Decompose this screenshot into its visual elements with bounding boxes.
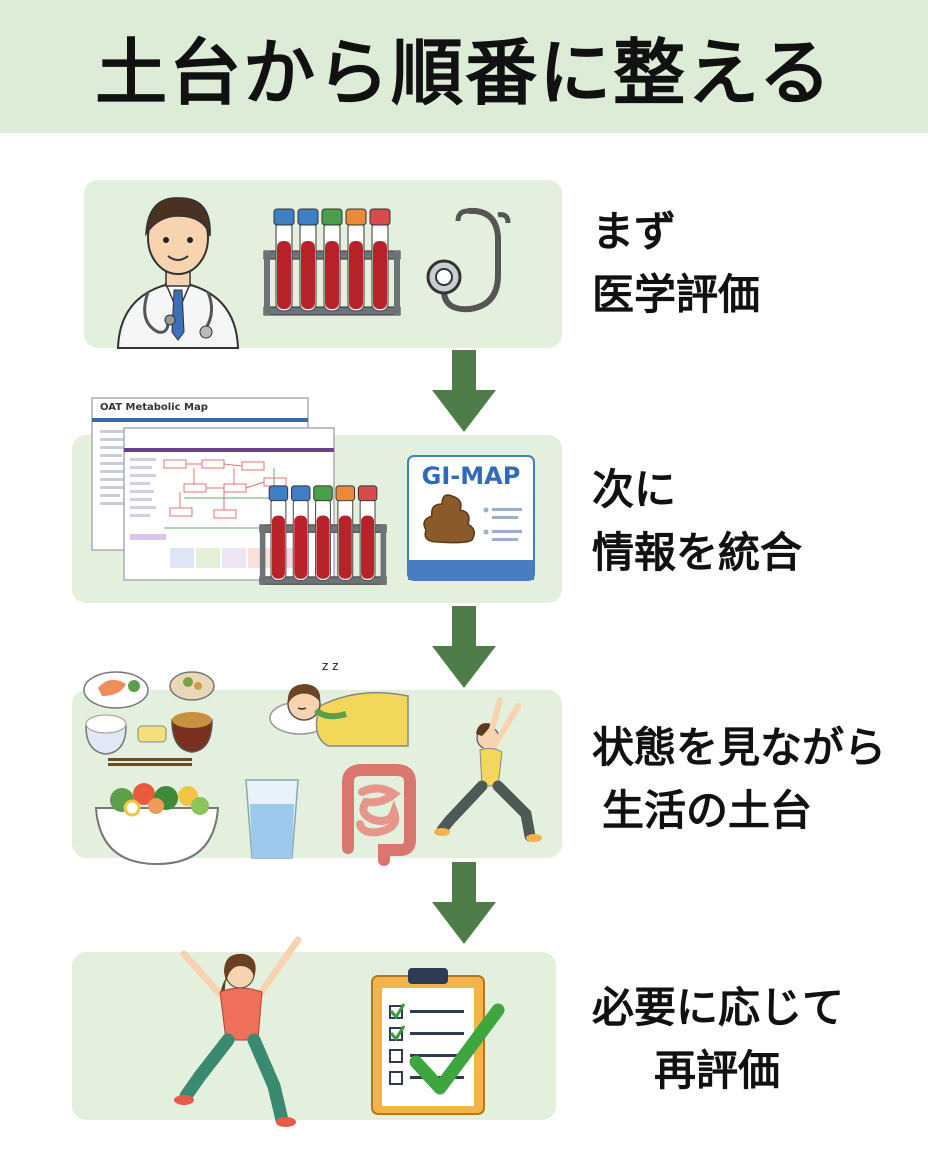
oat-document-title: OAT Metabolic Map [100, 402, 208, 413]
test-tube-cap [313, 485, 333, 502]
step-1-label: まず 医学評価 [592, 200, 760, 326]
blood-tubes-icon-2 [259, 485, 387, 585]
test-tube-cap [335, 485, 356, 502]
test-tube-cap [290, 485, 311, 502]
water-glass-icon [245, 779, 299, 859]
svg-text:z z: z z [322, 659, 338, 673]
title-banner: 土台から順番に整える [0, 0, 928, 133]
step-1-line1: まず [592, 207, 677, 256]
salad-bowl-icon [94, 783, 220, 866]
down-arrow-2 [432, 606, 496, 688]
test-tube-cap [268, 485, 289, 502]
test-tube-cap [297, 208, 319, 226]
down-arrow-1 [432, 350, 496, 432]
blood-tubes-icon [263, 208, 401, 316]
step-2-line1: 次に [592, 465, 677, 514]
test-tube-cap [357, 485, 378, 502]
down-arrow-3 [432, 862, 496, 944]
step-3-label: 状態を見ながら 生活の土台 [592, 716, 886, 842]
step-4-line1: 必要に応じて [592, 983, 845, 1032]
step-3-line1: 状態を見ながら [592, 723, 887, 772]
stretching-woman-icon [434, 697, 542, 842]
step-3-line2: 生活の土台 [602, 786, 813, 835]
intestine-icon [342, 764, 416, 866]
page-title: 土台から順番に整える [95, 31, 833, 115]
test-tube-cap [321, 208, 343, 226]
step-2-line2: 情報を統合 [592, 528, 803, 577]
test-tube-cap [273, 208, 295, 226]
gi-map-card [407, 455, 535, 581]
step-4-label: 必要に応じて 再評価 [592, 976, 844, 1102]
step-1-line2: 医学評価 [592, 270, 761, 319]
doctor-icon [116, 197, 240, 349]
checklist-clipboard-icon [371, 968, 505, 1115]
test-tube-cap [345, 208, 367, 226]
jumping-woman-icon [174, 936, 302, 1127]
gi-map-label: GI-MAP [421, 462, 521, 490]
sleeping-person-icon: z z [269, 659, 409, 747]
step-2-label: 次に 情報を統合 [592, 458, 802, 584]
test-tube-cap [369, 208, 391, 226]
step-4-line2: 再評価 [654, 1046, 781, 1095]
stethoscope-icon [426, 207, 511, 313]
japanese-meal-icon [83, 671, 215, 766]
